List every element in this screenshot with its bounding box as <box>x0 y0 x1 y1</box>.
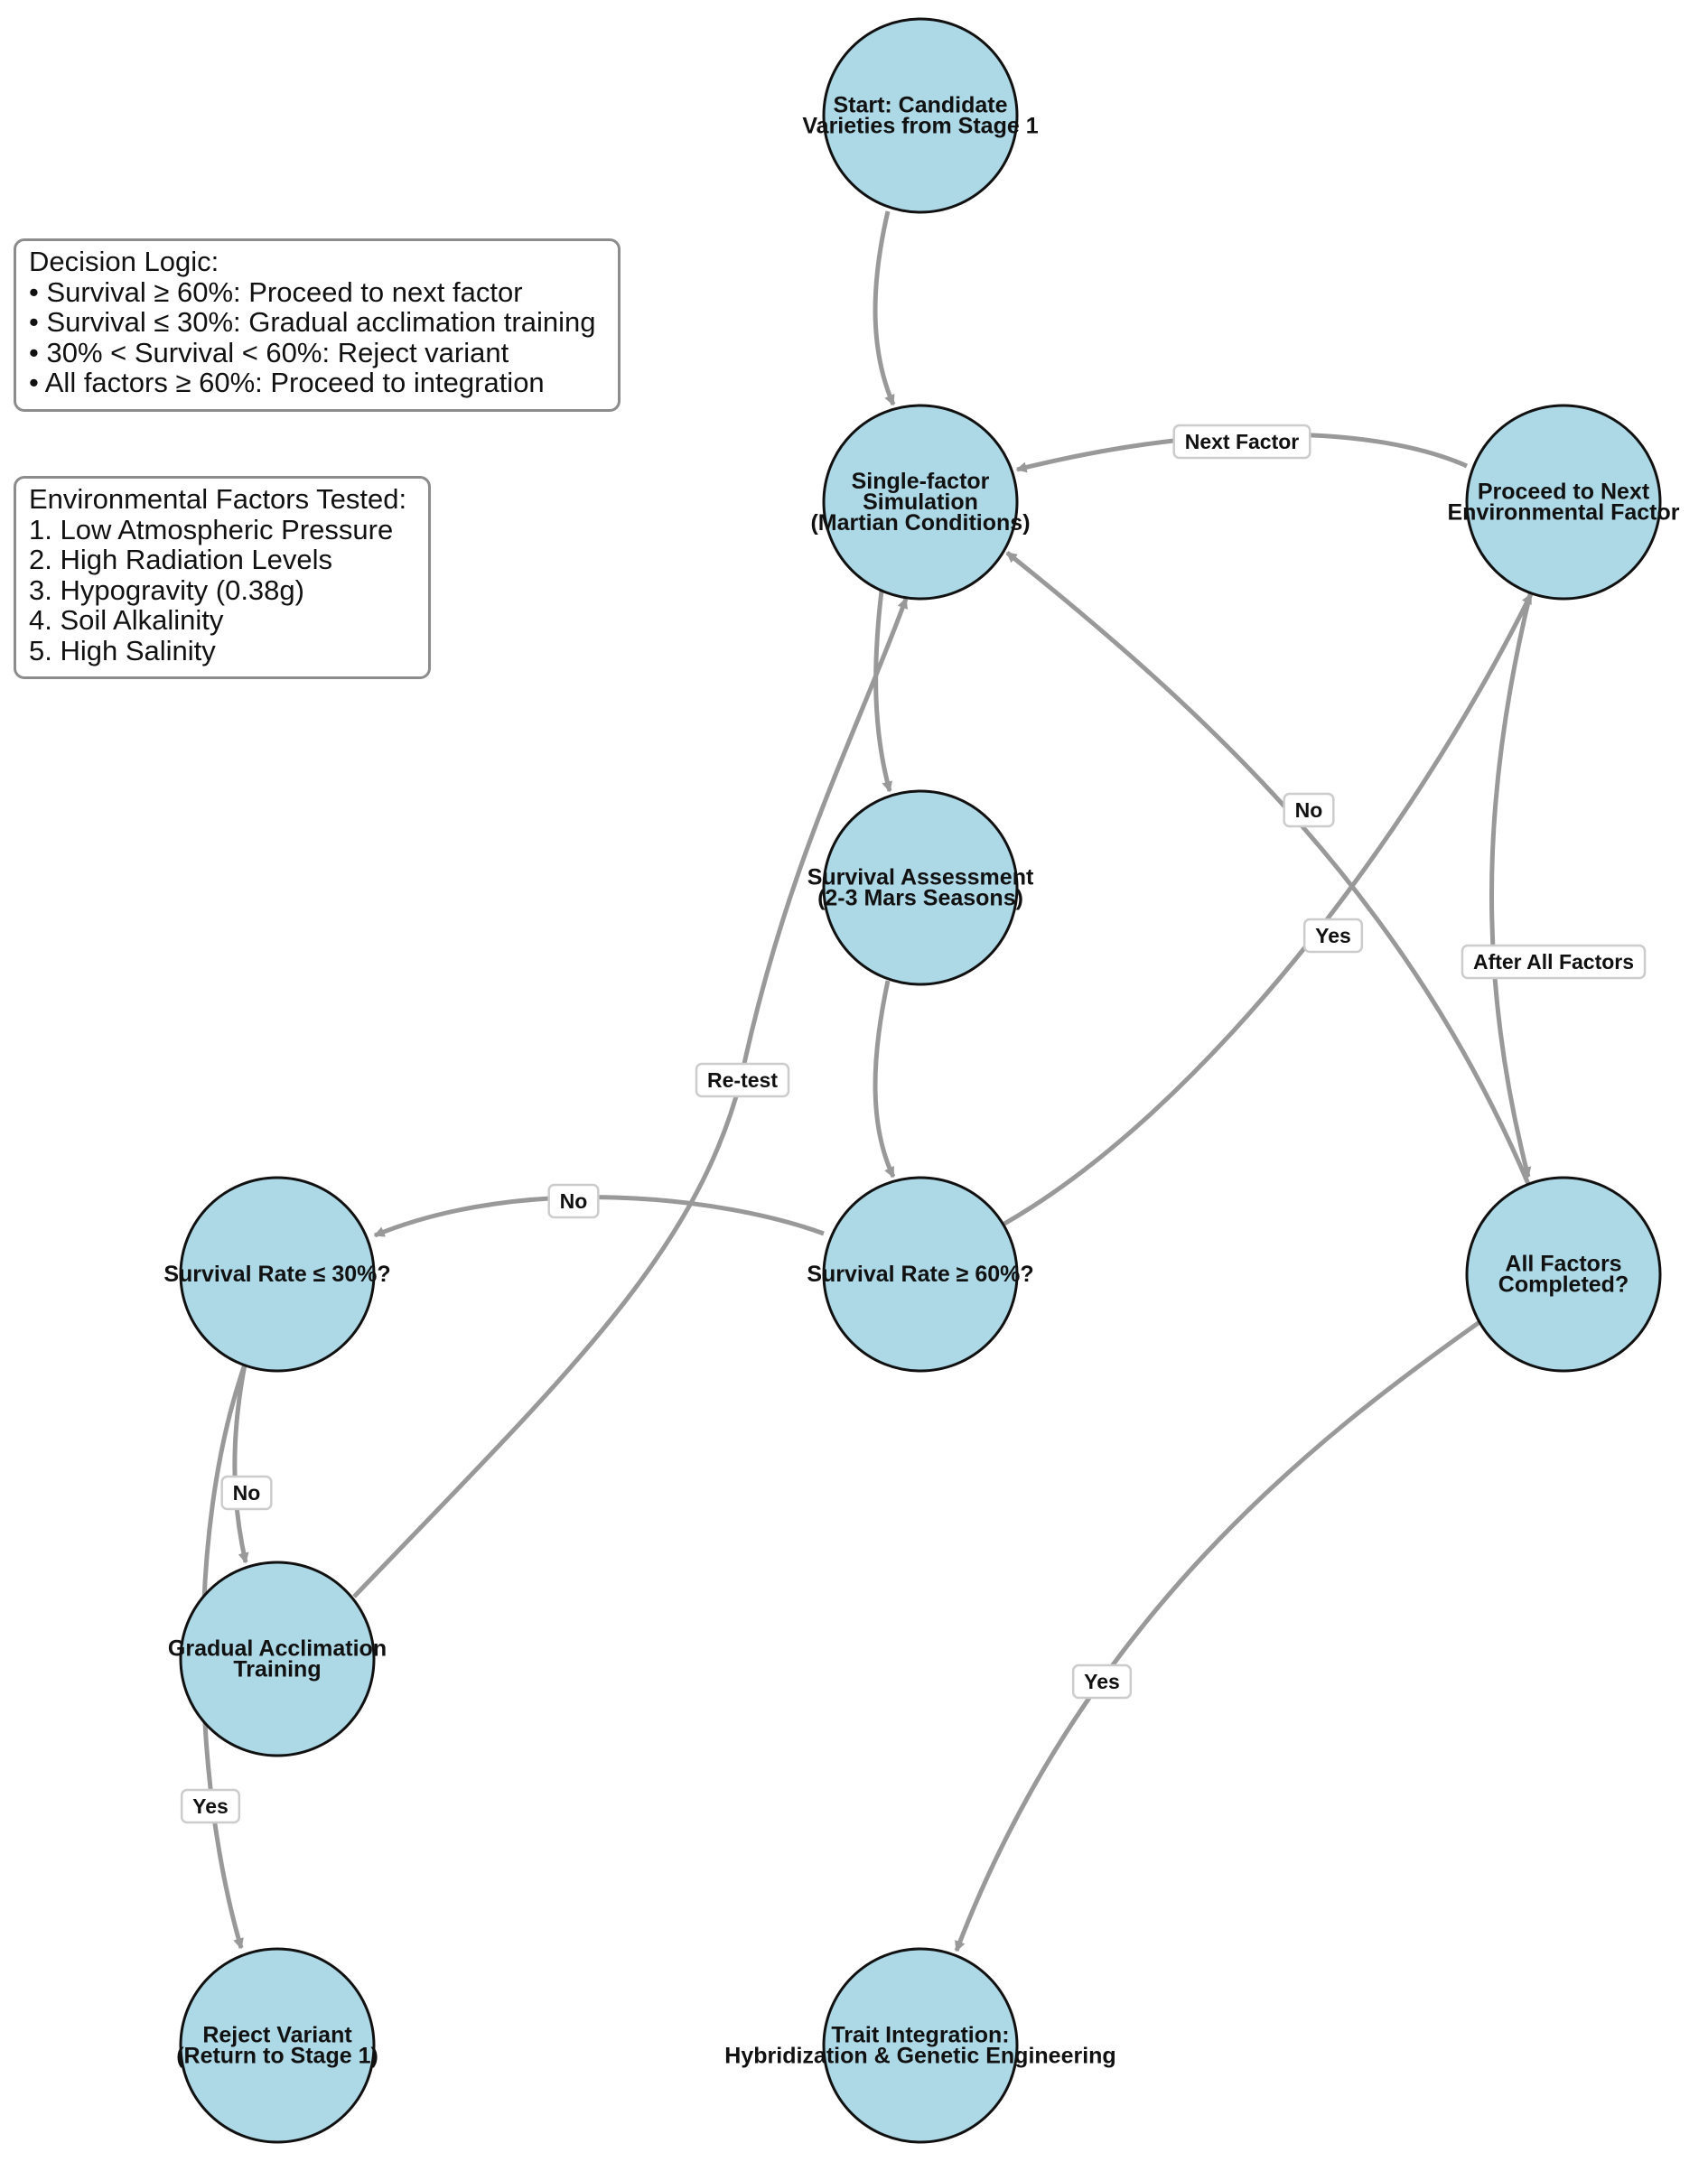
edge-label-text: Yes <box>192 1794 229 1818</box>
edge-label-rate60-rate30: No <box>547 1183 600 1219</box>
edge-allfactors-trait <box>954 1319 1481 1952</box>
decision-logic-title: Decision Logic: <box>29 246 219 277</box>
edge-rate30-acclim <box>232 1364 249 1564</box>
decision-logic-box: Decision Logic: • Survival ≥ 60%: Procee… <box>14 238 621 412</box>
node-circle <box>179 1561 376 1757</box>
edge-label-box <box>1283 792 1335 828</box>
node-label-survival: Survival Assessment <box>807 865 1034 890</box>
edge-label-proceed-allfactors: After All Factors <box>1461 944 1647 980</box>
edge-proceed-allfactors <box>1489 590 1534 1179</box>
environmental-factor-item: 4. Soil Alkalinity <box>29 604 224 636</box>
edge-label-box <box>547 1183 600 1219</box>
decision-logic-line: • Survival ≤ 30%: Gradual acclimation tr… <box>29 306 596 338</box>
edge-label-text: Yes <box>1084 1670 1120 1693</box>
node-circle <box>179 1176 376 1373</box>
edge-label-text: No <box>1295 798 1323 822</box>
environmental-factor-item: 5. High Salinity <box>29 634 216 666</box>
node-label-single: Simulation <box>863 489 978 515</box>
node-label-rate30: Survival Rate ≤ 30%? <box>163 1262 390 1287</box>
edge-label-rate30-acclim: No <box>220 1475 273 1511</box>
edge-label-allfactors-trait: Yes <box>1071 1663 1133 1700</box>
node-label-reject: Reject Variant <box>202 2023 352 2048</box>
edge-start-single <box>873 210 896 406</box>
node-circle <box>179 1947 376 2144</box>
node-circle <box>822 1947 1019 2144</box>
decision-logic-line: • 30% < Survival < 60%: Reject variant <box>29 336 509 368</box>
node-circle <box>822 789 1019 986</box>
environmental-factor-item: 1. Low Atmospheric Pressure <box>29 513 394 545</box>
edge-label-box <box>220 1475 273 1511</box>
node-label-trait: Hybridization & Genetic Engineering <box>724 2044 1115 2069</box>
edge-label-box <box>180 1788 241 1824</box>
node-label-start: Varieties from Stage 1 <box>802 114 1038 139</box>
environmental-factor-item: 2. High Radiation Levels <box>29 544 333 575</box>
edge-label-box <box>1461 944 1647 980</box>
edge-label-box <box>1071 1663 1133 1700</box>
node-label-allfactors: Completed? <box>1498 1272 1629 1298</box>
node-label-trait: Trait Integration: <box>831 2023 1009 2048</box>
node-circle <box>822 17 1019 214</box>
node-rate60: Survival Rate ≥ 60%? <box>807 1176 1034 1373</box>
node-label-reject: (Return to Stage 1) <box>176 2044 378 2069</box>
edge-rate60-proceed <box>1003 592 1534 1226</box>
edge-label-text: Yes <box>1315 924 1351 947</box>
edge-allfactors-single <box>1005 551 1531 1185</box>
edge-label-text: Next Factor <box>1185 430 1300 453</box>
environmental-factors-box: Environmental Factors Tested: 1. Low Atm… <box>14 476 431 679</box>
edge-label-text: No <box>560 1189 588 1213</box>
edge-label-rate30-reject: Yes <box>180 1788 241 1824</box>
node-label-acclim: Gradual Acclimation <box>168 1636 387 1662</box>
node-label-proceed: Environmental Factor <box>1448 500 1680 526</box>
edge-label-proceed-single: Next Factor <box>1172 424 1311 460</box>
node-label-single: Single-factor <box>852 469 990 494</box>
decision-logic-line: • Survival ≥ 60%: Proceed to next factor <box>29 275 523 308</box>
node-label-proceed: Proceed to Next <box>1478 480 1650 505</box>
edge-label-allfactors-single: No <box>1283 792 1335 828</box>
environmental-factor-item: 3. Hypogravity (0.38g) <box>29 573 304 606</box>
node-circle <box>1465 404 1662 601</box>
node-circle <box>822 404 1019 601</box>
node-reject: Reject Variant(Return to Stage 1) <box>176 1947 378 2144</box>
edge-label-box <box>695 1062 790 1098</box>
node-label-allfactors: All Factors <box>1505 1252 1621 1277</box>
edge-label-box <box>1302 918 1364 954</box>
node-circle <box>822 1176 1019 1373</box>
node-rate30: Survival Rate ≤ 30%? <box>163 1176 391 1373</box>
environmental-factors-title: Environmental Factors Tested: <box>29 483 407 515</box>
node-label-rate60: Survival Rate ≥ 60%? <box>807 1262 1033 1287</box>
node-label-start: Start: Candidate <box>833 93 1007 118</box>
node-trait: Trait Integration:Hybridization & Geneti… <box>724 1947 1116 2144</box>
edge-single-survival <box>873 590 893 793</box>
edge-rate60-rate30 <box>373 1195 825 1238</box>
edge-label-box <box>1172 424 1311 460</box>
edge-acclim-single <box>352 597 909 1598</box>
edge-label-text: After All Factors <box>1473 950 1634 974</box>
node-label-single: (Martian Conditions) <box>810 510 1030 536</box>
edge-label-acclim-single: Re-test <box>695 1062 790 1098</box>
node-label-survival: (2-3 Mars Seasons) <box>817 886 1023 911</box>
node-label-acclim: Training <box>233 1657 321 1682</box>
edge-label-rate60-proceed: Yes <box>1302 918 1364 954</box>
node-survival: Survival Assessment(2-3 Mars Seasons) <box>807 789 1034 986</box>
edge-label-text: No <box>233 1481 261 1505</box>
edge-label-text: Re-test <box>707 1068 778 1092</box>
edge-survival-rate60 <box>873 980 896 1179</box>
node-circle <box>1465 1176 1662 1373</box>
decision-logic-line: • All factors ≥ 60%: Proceed to integrat… <box>29 367 545 398</box>
